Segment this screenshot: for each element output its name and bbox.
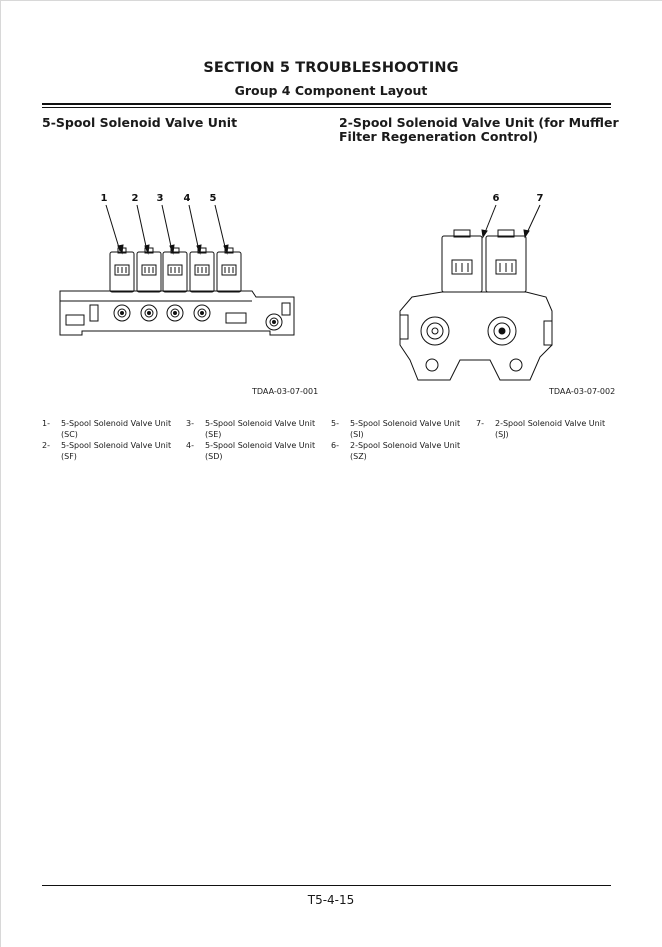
header-rule-thin	[42, 107, 611, 108]
group-title: Group 4 Component Layout	[234, 83, 428, 98]
right-figure-heading: 2-Spool Solenoid Valve Unit (for Muffler…	[339, 115, 619, 144]
legend-text: 2-Spool Solenoid Valve Unit (SZ)	[350, 441, 461, 461]
legend-text: 5-Spool Solenoid Valve Unit (SE)	[205, 419, 316, 439]
legend-number: 2-	[42, 441, 50, 450]
callout-1: 1	[101, 193, 108, 204]
right-figure-code: TDAA-03-07-002	[549, 387, 616, 396]
page-border-top	[0, 0, 662, 1]
callout-6: 6	[493, 193, 500, 204]
left-figure-code: TDAA-03-07-001	[252, 387, 319, 396]
legend-number: 4-	[186, 441, 194, 450]
legend-number: 6-	[331, 441, 339, 450]
legend-text: 5-Spool Solenoid Valve Unit (SF)	[61, 441, 172, 461]
five-spool-valve-illustration: 1 2 3 4 5	[42, 185, 322, 359]
legend-text: 2-Spool Solenoid Valve Unit (SJ)	[495, 419, 606, 439]
left-figure-heading: 5-Spool Solenoid Valve Unit	[42, 115, 238, 130]
page-border-left	[0, 0, 1, 947]
legend-text: 5-Spool Solenoid Valve Unit (SD)	[205, 441, 316, 461]
legend-number: 5-	[331, 419, 339, 428]
page-number: T5-4-15	[307, 893, 355, 907]
section-title: SECTION 5 TROUBLESHOOTING	[203, 60, 459, 76]
legend-number: 1-	[42, 419, 50, 428]
footer-rule	[42, 885, 611, 886]
callout-2: 2	[132, 193, 139, 204]
two-spool-valve-illustration: 6 7	[390, 185, 580, 389]
callout-7: 7	[537, 193, 544, 204]
header-rule-thick	[42, 103, 611, 105]
legend-number: 7-	[476, 419, 484, 428]
legend-number: 3-	[186, 419, 194, 428]
legend-text: 5-Spool Solenoid Valve Unit (SC)	[61, 419, 172, 439]
callout-5: 5	[210, 193, 217, 204]
callout-3: 3	[157, 193, 164, 204]
legend-text: 5-Spool Solenoid Valve Unit (SI)	[350, 419, 461, 439]
callout-4: 4	[184, 193, 191, 204]
